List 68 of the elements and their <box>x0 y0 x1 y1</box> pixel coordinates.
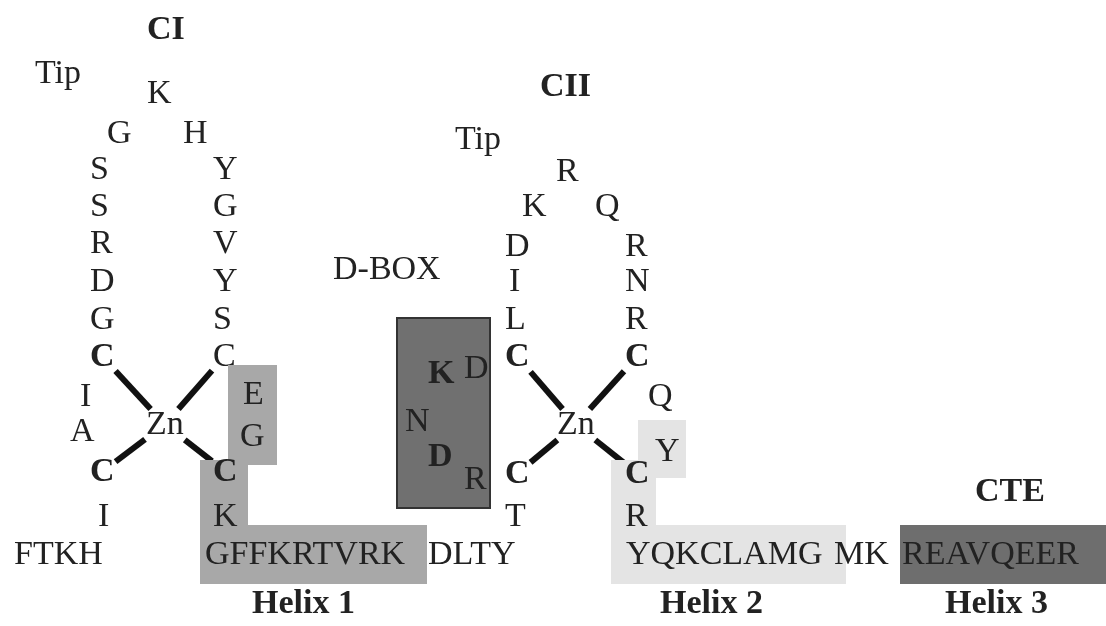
cysteine-letter: C <box>90 338 115 372</box>
cysteine-letter: C <box>505 455 530 489</box>
cysteine-letter: C <box>213 338 236 372</box>
residue-letter: Q <box>595 188 620 222</box>
coordination-bond <box>587 369 627 411</box>
helix-label: Helix 3 <box>945 585 1048 619</box>
coordination-bond <box>528 437 560 465</box>
residue-letter: R <box>625 301 648 335</box>
residue-letter: Q <box>648 378 673 412</box>
residue-letter: K <box>147 75 172 109</box>
residue-letter: Y <box>655 433 680 467</box>
residue-letter: L <box>505 301 526 335</box>
residue-letter: Y <box>213 151 238 185</box>
residue-letter: D <box>428 438 453 472</box>
zinc-label: Zn <box>146 406 184 440</box>
sequence-text: MK <box>834 536 889 570</box>
domain-title: CI <box>147 11 185 45</box>
residue-letter: D <box>464 350 489 384</box>
cysteine-letter: C <box>213 453 238 487</box>
coordination-bond <box>528 369 565 411</box>
helix-label: Helix 2 <box>660 585 763 619</box>
cysteine-letter: C <box>505 338 530 372</box>
sequence-text: FTKH <box>14 536 103 570</box>
residue-letter: G <box>107 115 132 149</box>
cysteine-letter: C <box>90 453 115 487</box>
residue-letter: D <box>90 263 115 297</box>
residue-letter: K <box>522 188 547 222</box>
helix-label: Helix 1 <box>252 585 355 619</box>
residue-letter: R <box>464 461 487 495</box>
box-label: D-BOX <box>333 251 441 285</box>
sequence-text: REAVQEER <box>902 536 1079 570</box>
residue-letter: R <box>625 498 648 532</box>
residue-letter: A <box>70 413 95 447</box>
residue-letter: S <box>90 151 109 185</box>
residue-letter: I <box>80 378 92 412</box>
sequence-text: DLTY <box>428 536 516 570</box>
residue-letter: G <box>240 418 265 452</box>
coordination-bond <box>113 437 147 464</box>
residue-letter: R <box>625 228 648 262</box>
residue-letter: G <box>213 188 238 222</box>
residue-letter: S <box>213 301 232 335</box>
residue-letter: T <box>505 498 526 532</box>
zinc-label: Zn <box>557 406 595 440</box>
residue-letter: V <box>213 225 238 259</box>
coordination-bond <box>176 368 215 411</box>
coordination-bond <box>113 368 153 412</box>
residue-letter: H <box>183 115 208 149</box>
residue-letter: Y <box>213 263 238 297</box>
region-title: CTE <box>975 473 1045 507</box>
tip-label: Tip <box>35 55 82 89</box>
residue-letter: N <box>625 263 650 297</box>
residue-letter: K <box>428 355 455 389</box>
cysteine-letter: C <box>625 455 650 489</box>
residue-letter: S <box>90 188 109 222</box>
residue-letter: I <box>509 263 521 297</box>
tip-label: Tip <box>455 121 502 155</box>
residue-letter: K <box>213 498 238 532</box>
cysteine-letter: C <box>625 338 650 372</box>
sequence-text: YQKCLAMG <box>626 536 823 570</box>
residue-letter: I <box>98 498 110 532</box>
residue-letter: G <box>90 301 115 335</box>
residue-letter: N <box>405 403 430 437</box>
residue-letter: R <box>556 153 579 187</box>
residue-letter: R <box>90 225 113 259</box>
residue-letter: D <box>505 228 530 262</box>
domain-title: CII <box>540 68 592 102</box>
sequence-text: GFFKRTVRK <box>205 536 406 570</box>
residue-letter: E <box>243 376 264 410</box>
